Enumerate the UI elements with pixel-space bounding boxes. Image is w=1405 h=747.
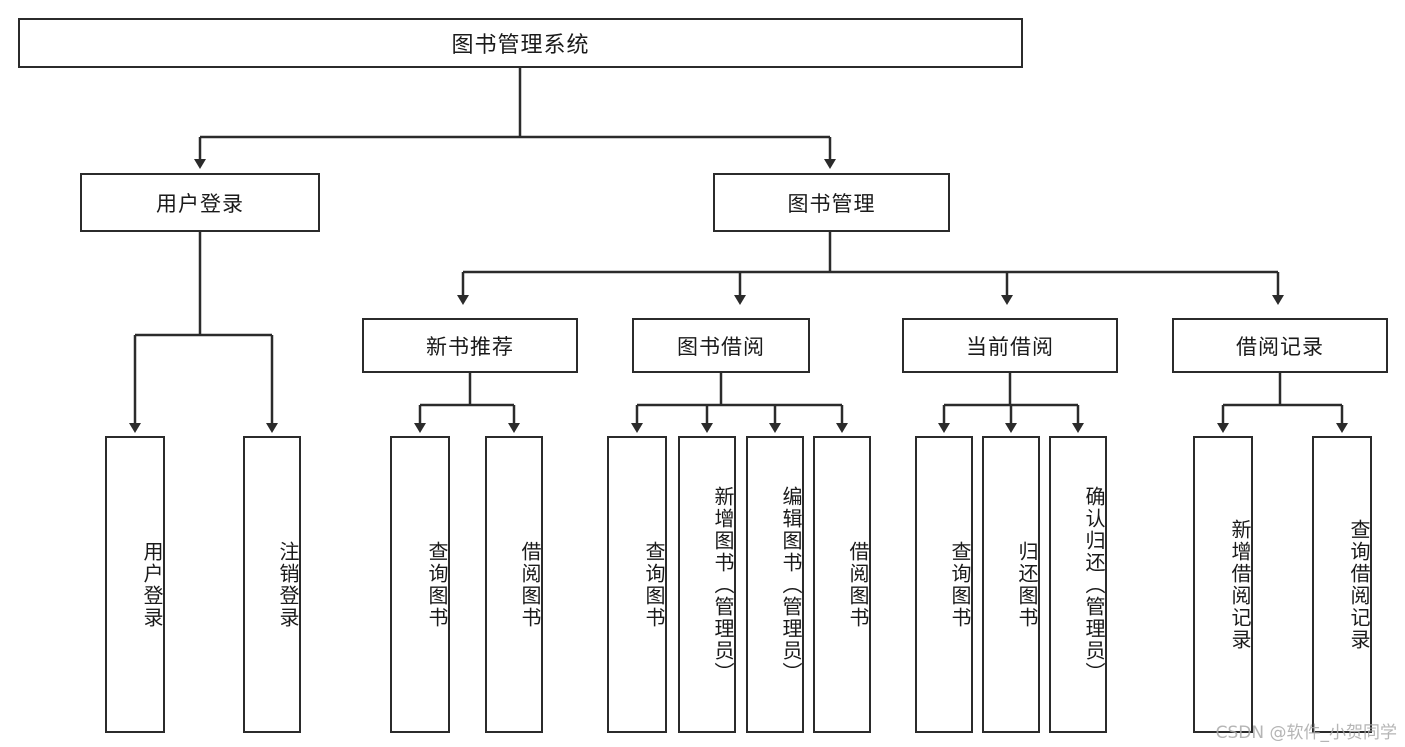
leaf-query-book-borrow[interactable]: 查询图书: [607, 436, 667, 733]
node-book-borrow-label: 图书借阅: [677, 334, 765, 359]
node-root[interactable]: 图书管理系统: [18, 18, 1023, 68]
leaf-query-book-recommend-label: 查询图书: [425, 540, 449, 629]
leaf-return-book-label: 归还图书: [1015, 540, 1039, 629]
node-current-borrow-label: 当前借阅: [966, 334, 1054, 359]
leaf-query-book-current-label: 查询图书: [948, 540, 972, 629]
node-root-label: 图书管理系统: [451, 33, 590, 58]
node-book-management-label: 图书管理: [787, 191, 876, 216]
node-user-login-label: 用户登录: [156, 191, 244, 216]
leaf-borrow-book[interactable]: 借阅图书: [813, 436, 871, 733]
leaf-user-login-label: 用户登录: [140, 540, 164, 629]
leaf-add-book-admin-label: 新增图书（管理员）: [711, 485, 735, 684]
node-borrow-records-label: 借阅记录: [1236, 334, 1324, 359]
leaf-edit-book-admin[interactable]: 编辑图书（管理员）: [746, 436, 804, 733]
leaf-add-borrow-record[interactable]: 新增借阅记录: [1193, 436, 1253, 733]
node-borrow-records[interactable]: 借阅记录: [1172, 318, 1388, 373]
leaf-add-book-admin[interactable]: 新增图书（管理员）: [678, 436, 736, 733]
leaf-add-borrow-record-label: 新增借阅记录: [1228, 518, 1252, 651]
leaf-query-book-borrow-label: 查询图书: [642, 540, 666, 629]
leaf-borrow-book-recommend-label: 借阅图书: [518, 540, 542, 629]
node-book-borrow[interactable]: 图书借阅: [632, 318, 810, 373]
watermark-text: CSDN @软件_小贺同学: [1215, 723, 1397, 743]
leaf-query-borrow-record-label: 查询借阅记录: [1347, 518, 1371, 651]
node-current-borrow[interactable]: 当前借阅: [902, 318, 1118, 373]
leaf-borrow-book-recommend[interactable]: 借阅图书: [485, 436, 543, 733]
node-book-management[interactable]: 图书管理: [713, 173, 950, 232]
leaf-query-book-recommend[interactable]: 查询图书: [390, 436, 450, 733]
leaf-borrow-book-label: 借阅图书: [846, 540, 870, 629]
leaf-logout[interactable]: 注销登录: [243, 436, 301, 733]
leaf-edit-book-admin-label: 编辑图书（管理员）: [779, 485, 803, 684]
node-new-book-recommend-label: 新书推荐: [426, 334, 514, 359]
leaf-logout-label: 注销登录: [276, 540, 300, 629]
leaf-query-borrow-record[interactable]: 查询借阅记录: [1312, 436, 1372, 733]
leaf-confirm-return-admin[interactable]: 确认归还（管理员）: [1049, 436, 1107, 733]
leaf-return-book[interactable]: 归还图书: [982, 436, 1040, 733]
node-new-book-recommend[interactable]: 新书推荐: [362, 318, 578, 373]
node-user-login[interactable]: 用户登录: [80, 173, 320, 232]
leaf-query-book-current[interactable]: 查询图书: [915, 436, 973, 733]
leaf-confirm-return-admin-label: 确认归还（管理员）: [1082, 485, 1106, 684]
leaf-user-login[interactable]: 用户登录: [105, 436, 165, 733]
